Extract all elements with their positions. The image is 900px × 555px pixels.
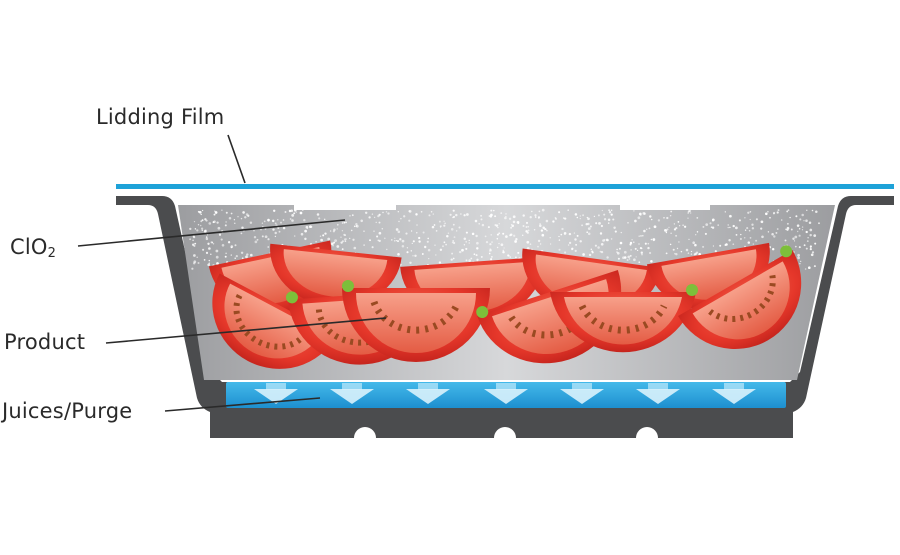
label-clo2-subscript: 2	[47, 246, 57, 261]
leader-lidding-film	[227, 134, 246, 184]
down-arrow-icon	[330, 383, 374, 404]
tray-feet	[354, 427, 658, 438]
down-arrow-icon	[712, 383, 756, 404]
label-juices-purge: Juices/Purge	[2, 399, 133, 423]
leader-clo2	[77, 219, 346, 247]
tomato-slices	[208, 240, 802, 369]
down-arrow-icon	[560, 383, 604, 404]
down-arrow-icon	[406, 383, 450, 404]
label-lidding-film: Lidding Film	[96, 105, 225, 129]
label-clo2-main: ClO	[10, 235, 48, 259]
leader-juices	[164, 397, 321, 412]
leader-lines	[77, 134, 387, 412]
label-product: Product	[4, 330, 86, 354]
juice-arrows	[254, 383, 756, 404]
down-arrow-icon	[484, 383, 528, 404]
down-arrow-icon	[254, 383, 298, 404]
down-arrow-icon	[636, 383, 680, 404]
leader-product	[105, 317, 387, 344]
label-clo2: ClO2	[10, 235, 56, 261]
lidding-film	[116, 184, 894, 189]
